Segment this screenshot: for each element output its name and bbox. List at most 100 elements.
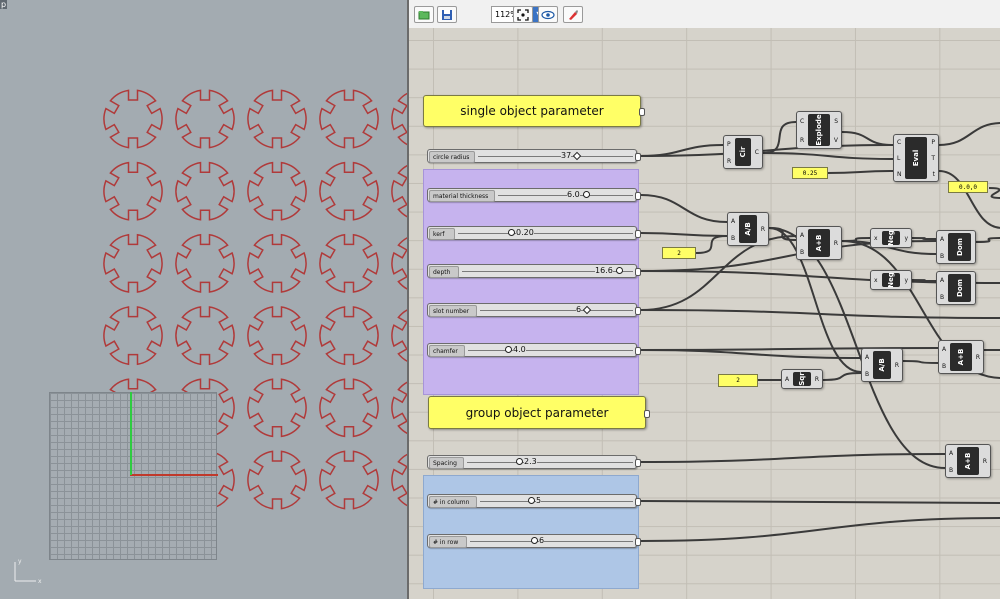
slotted-disc-curve[interactable]: [175, 161, 235, 221]
output-port[interactable]: y: [904, 235, 908, 242]
component-body[interactable]: Sqr: [793, 372, 811, 386]
output-port[interactable]: S: [834, 117, 838, 125]
output-port[interactable]: P: [931, 139, 935, 146]
wire[interactable]: [938, 122, 1000, 146]
wire[interactable]: [640, 309, 1000, 319]
slider-knob-icon[interactable]: [615, 267, 623, 274]
input-port[interactable]: B: [949, 466, 954, 474]
output-port[interactable]: R: [982, 458, 987, 465]
wire[interactable]: [640, 232, 728, 237]
wire[interactable]: [822, 372, 862, 381]
output-port[interactable]: C: [754, 149, 759, 156]
slider-output-grip[interactable]: [635, 307, 641, 315]
input-port[interactable]: x: [874, 277, 878, 284]
wire[interactable]: [988, 187, 1000, 199]
slotted-disc-curve[interactable]: [391, 90, 407, 147]
input-port[interactable]: C: [897, 139, 902, 146]
input-port[interactable]: N: [897, 171, 902, 178]
wire[interactable]: [640, 500, 1000, 504]
panel-single-object-parameter[interactable]: single object parameter: [423, 95, 645, 127]
output-port[interactable]: R: [894, 362, 899, 369]
output-port[interactable]: T: [931, 155, 935, 162]
wire[interactable]: [762, 152, 894, 160]
input-port[interactable]: B: [942, 362, 947, 370]
slider-track[interactable]: [478, 156, 633, 157]
slider-grip[interactable]: 6.0: [567, 190, 591, 199]
wire[interactable]: [902, 360, 939, 364]
slider-output-grip[interactable]: [635, 459, 641, 467]
preview-button[interactable]: [538, 6, 558, 23]
slider-track[interactable]: [470, 541, 633, 542]
slotted-disc-curve[interactable]: [391, 307, 407, 364]
input-port[interactable]: B: [800, 248, 805, 256]
slider-output-grip[interactable]: [635, 230, 641, 238]
output-port[interactable]: R: [814, 376, 819, 383]
input-port[interactable]: R: [727, 157, 732, 165]
wire[interactable]: [640, 517, 1000, 542]
panel-group-object-parameter[interactable]: group object parameter: [428, 396, 650, 429]
panel-value-p000[interactable]: 0.0,0: [948, 181, 988, 193]
slider-track[interactable]: [458, 233, 633, 234]
input-port[interactable]: A: [785, 376, 790, 383]
slotted-disc-curve[interactable]: [247, 89, 307, 149]
slider-grip[interactable]: 4.0: [505, 345, 526, 354]
component-body[interactable]: Eval: [905, 137, 927, 179]
slider-grip[interactable]: 6: [576, 305, 592, 314]
wire[interactable]: [975, 237, 1000, 243]
input-port[interactable]: A: [865, 353, 870, 361]
rhino-viewport[interactable]: p y x: [0, 0, 407, 599]
slider-knob-icon[interactable]: [505, 346, 512, 353]
wire[interactable]: [911, 279, 937, 282]
slider-grip[interactable]: 37: [561, 151, 582, 160]
slotted-disc-curve[interactable]: [175, 89, 235, 149]
save-button[interactable]: [437, 6, 457, 23]
slotted-disc-curve[interactable]: [391, 235, 407, 292]
component-body[interactable]: Cir: [735, 138, 751, 166]
slotted-disc-curve[interactable]: [247, 233, 307, 293]
wire[interactable]: [768, 227, 862, 373]
output-port[interactable]: y: [904, 277, 908, 284]
panel-value-p025[interactable]: 0.25: [792, 167, 828, 179]
input-port[interactable]: A: [940, 235, 945, 243]
input-port[interactable]: A: [949, 449, 954, 457]
slider-output-grip[interactable]: [635, 347, 641, 355]
component-body[interactable]: A/B: [873, 351, 891, 379]
wire[interactable]: [762, 121, 797, 154]
slotted-disc-curve[interactable]: [247, 161, 307, 221]
component-body[interactable]: Neg: [882, 230, 900, 246]
slotted-disc-curve[interactable]: [247, 450, 307, 510]
slider-output-grip[interactable]: [635, 192, 641, 200]
input-port[interactable]: A: [942, 345, 947, 353]
wire[interactable]: [695, 235, 728, 254]
component-body[interactable]: Neg: [882, 272, 900, 288]
slider-output-grip[interactable]: [635, 153, 641, 161]
slider-knob-icon[interactable]: [516, 458, 523, 465]
wire[interactable]: [640, 194, 728, 223]
slotted-disc-curve[interactable]: [103, 161, 163, 221]
slotted-disc-curve[interactable]: [319, 233, 379, 293]
slider-knob-icon[interactable]: [531, 537, 538, 544]
input-port[interactable]: B: [940, 293, 945, 301]
slider-output-grip[interactable]: [635, 498, 641, 506]
input-port[interactable]: x: [874, 235, 878, 242]
panel-output-grip[interactable]: [644, 410, 650, 418]
slider-knob-icon[interactable]: [582, 191, 590, 198]
component-body[interactable]: Dom: [948, 274, 971, 302]
slotted-disc-curve[interactable]: [103, 89, 163, 149]
component-body[interactable]: A+B: [950, 343, 972, 371]
slider-knob-icon[interactable]: [508, 229, 515, 236]
slider-output-grip[interactable]: [635, 538, 641, 546]
